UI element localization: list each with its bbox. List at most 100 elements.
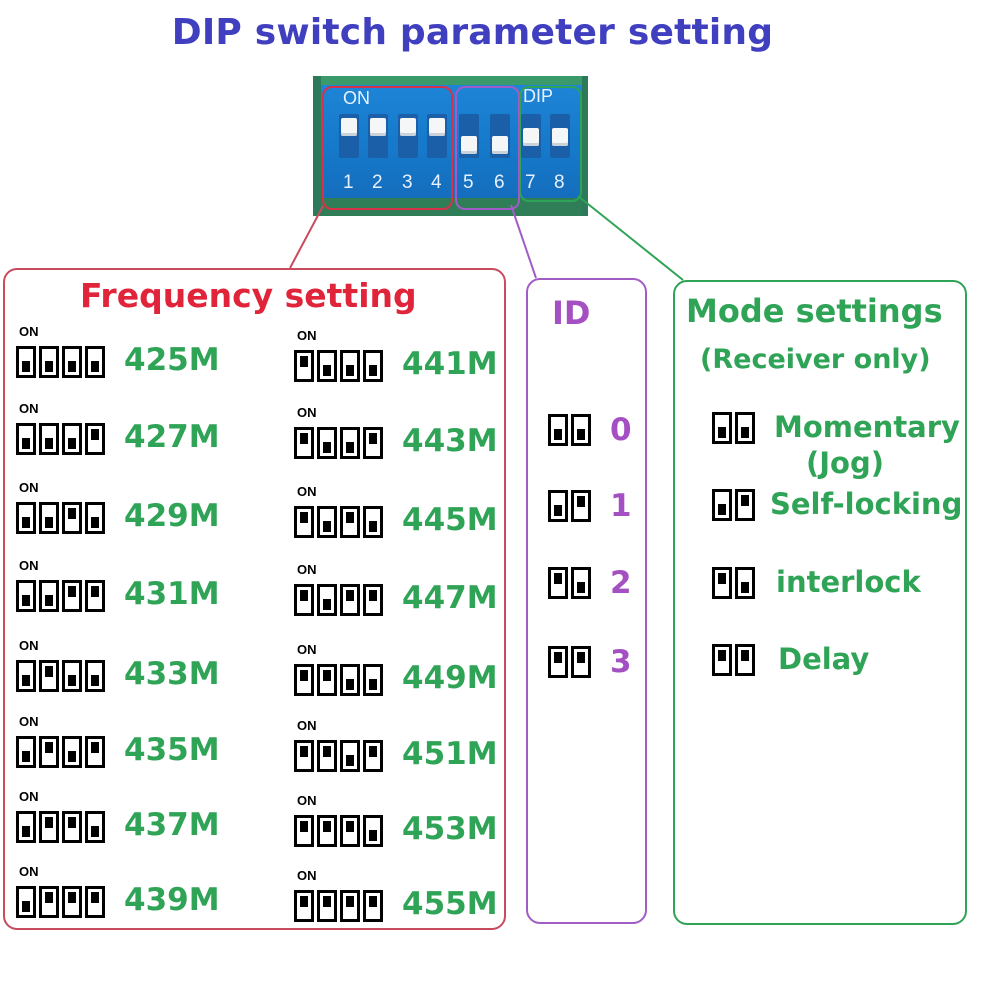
- frequency-switch-group: [294, 427, 383, 459]
- dip-switch-icon: [85, 502, 105, 534]
- mode-title: Mode settings: [686, 292, 943, 330]
- dip-switch-icon: [62, 580, 82, 612]
- photo-dip-label: DIP: [523, 86, 554, 106]
- dip-switch-icon: [712, 489, 732, 521]
- on-label: ON: [19, 638, 39, 653]
- dip-switch-icon: [317, 890, 337, 922]
- photo-switch-number: 5: [463, 172, 474, 193]
- frequency-value: 451M: [402, 736, 498, 772]
- frequency-value: 447M: [402, 580, 498, 616]
- dip-switch-icon: [16, 736, 36, 768]
- dip-switch-icon: [85, 660, 105, 692]
- mode-switch-group: [712, 567, 755, 599]
- id-switch-group: [548, 567, 591, 599]
- photo-switch-slot: [490, 114, 510, 158]
- dip-switch-icon: [571, 414, 591, 446]
- id-value: 3: [610, 644, 632, 680]
- dip-switch-icon: [317, 664, 337, 696]
- id-panel: [526, 278, 647, 924]
- frequency-switch-group: [294, 350, 383, 382]
- mode-label: Delay: [778, 642, 870, 676]
- dip-switch-icon: [85, 346, 105, 378]
- dip-switch-icon: [712, 644, 732, 676]
- dip-switch-icon: [85, 423, 105, 455]
- dip-switch-icon: [62, 811, 82, 843]
- dip-switch-icon: [317, 740, 337, 772]
- frequency-value: 453M: [402, 811, 498, 847]
- dip-switch-icon: [39, 886, 59, 918]
- mode-label: Momentary: [774, 410, 960, 444]
- mode-label: interlock: [776, 565, 921, 599]
- photo-switch-number: 4: [431, 172, 442, 193]
- dip-switch-icon: [363, 815, 383, 847]
- dip-switch-icon: [735, 567, 755, 599]
- frequency-value: 435M: [124, 732, 220, 768]
- dip-switch-icon: [294, 427, 314, 459]
- dip-switch-icon: [62, 423, 82, 455]
- frequency-switch-group: [16, 580, 105, 612]
- dip-switch-icon: [85, 811, 105, 843]
- page-title: DIP switch parameter setting: [171, 12, 774, 53]
- photo-switch-slot: [339, 114, 359, 158]
- on-label: ON: [19, 480, 39, 495]
- on-label: ON: [297, 562, 317, 577]
- dip-switch-icon: [548, 567, 568, 599]
- on-label: ON: [19, 714, 39, 729]
- dip-switch-icon: [571, 567, 591, 599]
- dip-switch-icon: [16, 580, 36, 612]
- on-label: ON: [19, 401, 39, 416]
- dip-switch-icon: [16, 660, 36, 692]
- frequency-switch-group: [16, 660, 105, 692]
- dip-switch-icon: [571, 646, 591, 678]
- dip-switch-icon: [735, 644, 755, 676]
- dip-switch-icon: [62, 886, 82, 918]
- mode-subtitle: (Receiver only): [700, 344, 931, 375]
- photo-switch-number: 1: [343, 172, 354, 193]
- frequency-switch-group: [294, 740, 383, 772]
- dip-switch-icon: [39, 580, 59, 612]
- dip-switch-icon: [85, 736, 105, 768]
- photo-on-label: ON: [343, 88, 370, 108]
- mode-panel: [673, 280, 967, 925]
- frequency-value: 449M: [402, 660, 498, 696]
- dip-switch-icon: [16, 811, 36, 843]
- frequency-value: 429M: [124, 498, 220, 534]
- frequency-value: 445M: [402, 502, 498, 538]
- dip-switch-icon: [39, 660, 59, 692]
- photo-switch-slot: [550, 114, 570, 158]
- dip-switch-icon: [39, 502, 59, 534]
- frequency-switch-group: [294, 815, 383, 847]
- id-switch-highlight: [455, 86, 520, 210]
- frequency-value: 455M: [402, 886, 498, 922]
- dip-switch-icon: [294, 664, 314, 696]
- dip-switch-icon: [317, 506, 337, 538]
- photo-switch-number: 3: [402, 172, 413, 193]
- mode-label: Self-locking: [770, 487, 963, 521]
- id-value: 2: [610, 565, 632, 601]
- on-label: ON: [19, 789, 39, 804]
- photo-switch-number: 2: [372, 172, 383, 193]
- frequency-value: 443M: [402, 423, 498, 459]
- dip-switch-icon: [16, 346, 36, 378]
- photo-switch-number: 7: [525, 172, 536, 193]
- photo-switch-slot: [427, 114, 447, 158]
- dip-switch-icon: [712, 412, 732, 444]
- frequency-value: 427M: [124, 419, 220, 455]
- dip-switch-icon: [340, 890, 360, 922]
- frequency-switch-group: [16, 736, 105, 768]
- dip-switch-icon: [62, 660, 82, 692]
- dip-switch-icon: [340, 506, 360, 538]
- id-title: ID: [552, 294, 591, 332]
- frequency-switch-group: [294, 664, 383, 696]
- dip-switch-icon: [548, 490, 568, 522]
- dip-switch-icon: [62, 502, 82, 534]
- dip-switch-icon: [363, 584, 383, 616]
- dip-switch-icon: [340, 584, 360, 616]
- on-label: ON: [19, 324, 39, 339]
- dip-switch-icon: [340, 815, 360, 847]
- frequency-value: 433M: [124, 656, 220, 692]
- mode-switch-group: [712, 489, 755, 521]
- on-label: ON: [297, 328, 317, 343]
- dip-switch-icon: [39, 346, 59, 378]
- dip-switch-icon: [294, 506, 314, 538]
